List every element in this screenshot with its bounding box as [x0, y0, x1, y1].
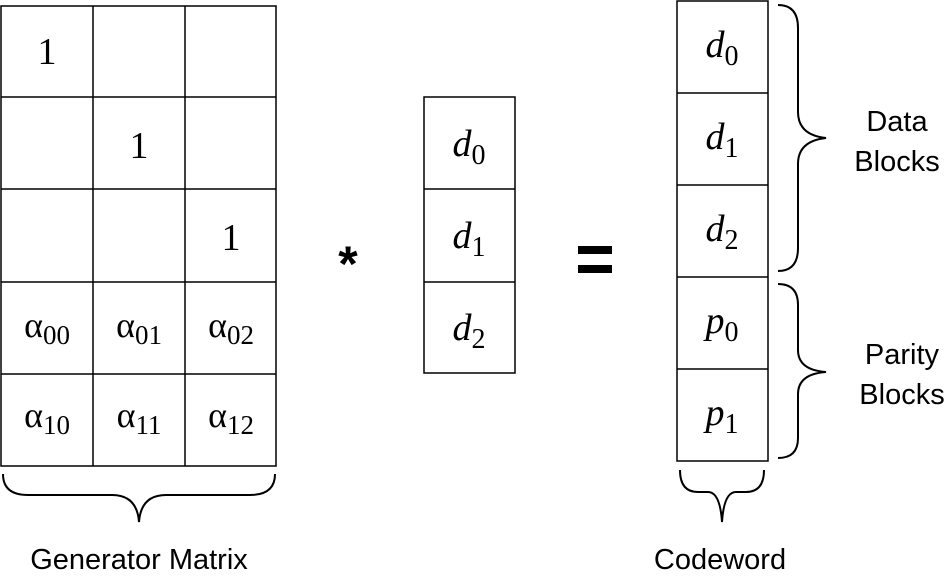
- multiply-operator: *: [338, 236, 358, 292]
- parity-blocks-brace: [777, 283, 827, 459]
- generator-matrix: [0, 5, 277, 467]
- matrix-cell-3-2: α02: [208, 305, 254, 350]
- matrix-cell-4-1: α11: [117, 395, 162, 440]
- data-vector-cell-2: d2: [453, 307, 486, 355]
- data-blocks-label-line2: Blocks: [854, 146, 939, 178]
- parity-blocks-label-line2: Blocks: [859, 379, 944, 411]
- codeword-cell-1: d1: [706, 116, 739, 164]
- data-vector-border: [423, 96, 516, 374]
- data-vector: [423, 96, 516, 374]
- data-vector-cell-0: d0: [453, 123, 486, 171]
- matrix-cell-1-1: 1: [130, 125, 149, 167]
- equals-operator: [578, 246, 612, 273]
- data-blocks-brace: [777, 4, 827, 272]
- parity-blocks-label-line1: Parity: [865, 339, 940, 371]
- matrix-cell-3-1: α01: [116, 305, 162, 350]
- codeword-label: Codeword: [654, 544, 786, 576]
- matrix-cell-3-0: α00: [24, 305, 70, 350]
- data-vector-cell-1: d1: [453, 215, 486, 263]
- generator-matrix-label: Generator Matrix: [30, 544, 248, 576]
- codeword-cell-0: d0: [706, 24, 739, 72]
- codeword: [676, 0, 769, 462]
- matrix-cell-4-2: α12: [208, 395, 254, 440]
- data-blocks-label-line1: Data: [866, 106, 928, 138]
- codeword-border: [676, 0, 769, 462]
- matrix-cell-0-0: 1: [38, 31, 57, 73]
- codeword-brace: [679, 469, 765, 523]
- codeword-cell-4: p1: [703, 392, 739, 440]
- matrix-cell-2-2: 1: [222, 217, 241, 259]
- matrix-cell-4-0: α10: [24, 395, 70, 440]
- codeword-cell-3: p0: [703, 300, 739, 348]
- generator-matrix-border: [0, 5, 277, 467]
- generator-matrix-brace: [2, 473, 276, 523]
- codeword-cell-2: d2: [706, 208, 739, 256]
